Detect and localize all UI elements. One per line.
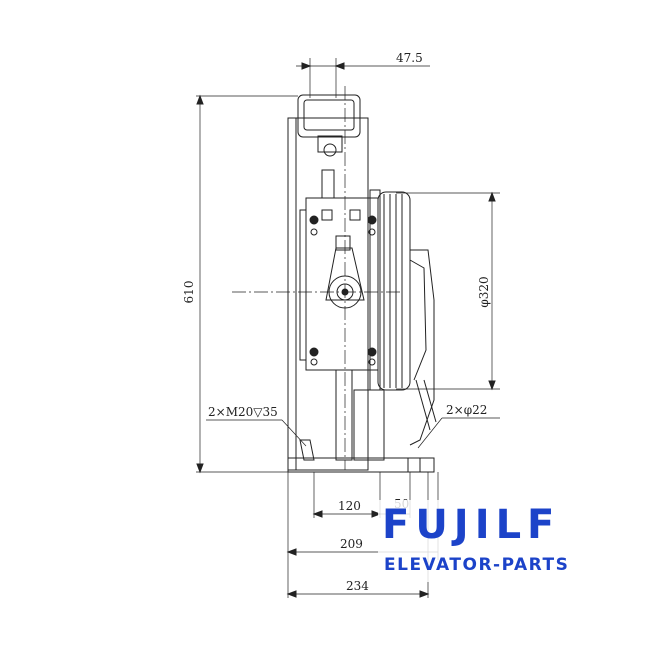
brake-arm — [325, 247, 365, 301]
logo-sub-text: ELEVATOR-PARTS — [384, 555, 569, 575]
logo-backdrop — [378, 500, 600, 582]
dim-209-label: 209 — [340, 537, 363, 551]
bolt-holes-label: 2×M20▽35 — [208, 405, 278, 419]
top-encoder-housing — [297, 94, 361, 138]
motor-plate — [305, 197, 379, 371]
dim-610-label: 610 — [182, 281, 196, 304]
dim-120-label: 120 — [338, 499, 361, 513]
main-frame — [287, 117, 369, 471]
traction-sheave — [377, 191, 411, 391]
base-foot — [287, 457, 435, 473]
holes-label: 2×φ22 — [446, 403, 487, 417]
dim-47-5-label: 47.5 — [396, 51, 423, 65]
dim-234-label: 234 — [346, 579, 369, 593]
brake-housing — [409, 249, 435, 446]
logo-main-text: FUJILF — [382, 502, 560, 548]
dim-diameter-label: φ320 — [477, 276, 491, 307]
lower-stand — [335, 369, 353, 461]
